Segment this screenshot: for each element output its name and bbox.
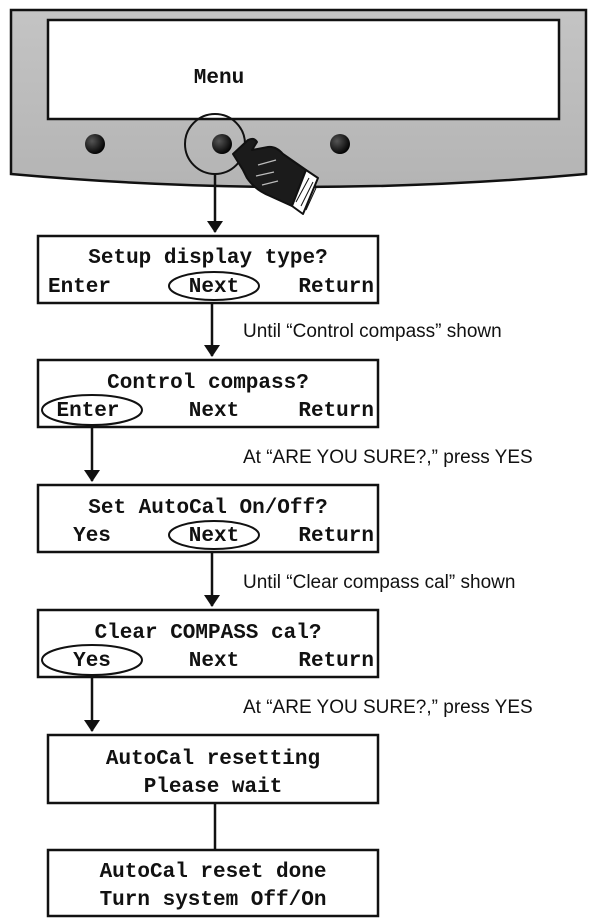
- screen-clear-compass-title: Clear COMPASS cal?: [95, 622, 322, 645]
- option-return[interactable]: Return: [298, 400, 374, 423]
- option-yes[interactable]: Yes: [73, 650, 111, 673]
- option-return[interactable]: Return: [298, 650, 374, 673]
- screen-autocal-resetting: AutoCal resetting Please wait: [46, 733, 380, 805]
- screen-autocal-resetting-line2: Please wait: [144, 776, 283, 799]
- option-yes-highlight: [41, 644, 143, 676]
- screen-control-compass-title: Control compass?: [107, 372, 309, 395]
- instruction-note-2: At “ARE YOU SURE?,” press YES: [243, 447, 533, 468]
- instruction-note-4: At “ARE YOU SURE?,” press YES: [243, 697, 533, 718]
- connectors: [84, 174, 223, 850]
- screen-set-autocal: Set AutoCal On/Off? Yes Next Return: [36, 483, 380, 554]
- option-next[interactable]: Next: [189, 525, 239, 548]
- option-next-highlight: [168, 520, 260, 550]
- screen-set-autocal-title: Set AutoCal On/Off?: [88, 497, 327, 520]
- center-knob[interactable]: [212, 134, 232, 154]
- device-screen: [46, 18, 561, 121]
- screen-autocal-reset-done-line1: AutoCal reset done: [100, 861, 327, 884]
- instruction-note-1: Until “Control compass” shown: [243, 321, 502, 342]
- screen-autocal-reset-done-line2: Turn system Off/On: [100, 889, 327, 912]
- option-return[interactable]: Return: [298, 276, 374, 299]
- option-next-highlight: [168, 271, 260, 301]
- device-screen-label: Menu: [194, 67, 244, 90]
- option-enter[interactable]: Enter: [48, 276, 111, 299]
- screen-control-compass: Control compass? Enter Next Return: [36, 358, 380, 429]
- device-panel: Menu: [9, 8, 588, 215]
- screen-setup-display-title: Setup display type?: [88, 247, 327, 270]
- screen-clear-compass: Clear COMPASS cal? Yes Next Return: [36, 608, 380, 679]
- option-next[interactable]: Next: [189, 650, 239, 673]
- screen-setup-display: Setup display type? Enter Next Return: [36, 234, 380, 305]
- option-next[interactable]: Next: [189, 400, 239, 423]
- pointing-hand-icon: [232, 137, 319, 215]
- option-yes[interactable]: Yes: [73, 525, 111, 548]
- right-knob[interactable]: [330, 134, 350, 154]
- instruction-note-3: Until “Clear compass cal” shown: [243, 572, 515, 593]
- option-enter-highlight: [41, 394, 143, 426]
- screen-autocal-resetting-line1: AutoCal resetting: [106, 748, 320, 771]
- left-knob[interactable]: [85, 134, 105, 154]
- screen-autocal-reset-done: AutoCal reset done Turn system Off/On: [46, 848, 380, 918]
- option-return[interactable]: Return: [298, 525, 374, 548]
- option-next[interactable]: Next: [189, 276, 239, 299]
- option-enter[interactable]: Enter: [56, 400, 119, 423]
